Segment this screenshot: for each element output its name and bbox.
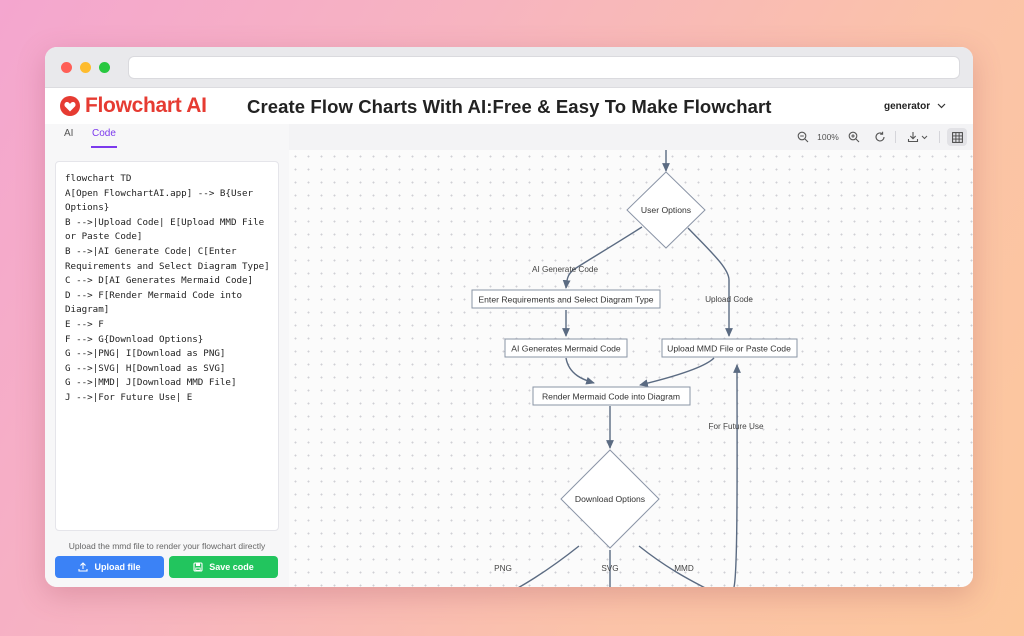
save-code-label: Save code [209, 562, 254, 572]
edge-label-future-use: For Future Use [708, 422, 764, 431]
code-line: C --> D[AI Generates Mermaid Code] [65, 275, 254, 287]
refresh-icon [875, 131, 885, 142]
app-header: Flowchart AI Create Flow Charts With AI:… [45, 88, 973, 124]
zoom-level: 100% [817, 132, 839, 142]
edge-ai-generate [562, 226, 643, 289]
toolbar-divider [895, 131, 896, 143]
code-editor[interactable]: flowchart TD A[Open FlowchartAI.app] --> … [55, 161, 279, 531]
edge-label-png: PNG [494, 564, 512, 573]
canvas-toolbar: 100% [289, 124, 973, 150]
save-code-button[interactable]: Save code [169, 556, 278, 578]
code-line: F --> G{Download Options} [65, 333, 204, 345]
upload-file-label: Upload file [94, 562, 141, 572]
edge-future-use [733, 364, 741, 587]
brand-logo[interactable]: Flowchart AI [60, 94, 207, 118]
code-line: Diagram] [65, 304, 110, 316]
edge-label-mmd: MMD [674, 564, 694, 573]
download-icon [907, 132, 918, 143]
zoom-in-button[interactable] [847, 128, 861, 146]
toolbar-divider [939, 131, 940, 143]
upload-hint: Upload the mmd file to render your flowc… [68, 541, 266, 551]
zoom-out-button[interactable] [796, 128, 810, 146]
generator-select[interactable]: generator [878, 96, 952, 116]
edge-upload-code [687, 227, 733, 337]
upload-file-button[interactable]: Upload file [55, 556, 164, 578]
browser-window: Flowchart AI Create Flow Charts With AI:… [45, 47, 973, 587]
code-line: D --> F[Render Mermaid Code into [65, 289, 243, 301]
code-line: G -->|PNG| I[Download as PNG] [65, 348, 226, 360]
edge-label-upload-code: Upload Code [705, 295, 753, 304]
node-render[interactable]: Render Mermaid Code into Diagram [532, 386, 691, 406]
grid-icon [951, 131, 963, 143]
edge-ai-to-render [565, 357, 595, 385]
panel-tabs: AI Code [45, 124, 289, 150]
node-user-options-label: User Options [641, 205, 691, 215]
code-panel: AI Code flowchart TD A[Open FlowchartAI.a… [45, 124, 289, 587]
node-enter-requirements[interactable]: Enter Requirements and Select Diagram Ty… [471, 289, 661, 309]
node-render-label: Render Mermaid Code into Diagram [542, 392, 680, 402]
chevron-down-icon [921, 135, 927, 139]
save-icon [193, 562, 203, 572]
node-ai-generates-label: AI Generates Mermaid Code [511, 344, 621, 354]
generator-select-label: generator [884, 100, 931, 112]
close-window-button[interactable] [61, 62, 72, 73]
edge-png [517, 545, 580, 587]
code-line: A[Open FlowchartAI.app] --> B{User [65, 187, 254, 199]
code-line: Requirements and Select Diagram Type] [65, 260, 270, 272]
reset-view-button[interactable] [873, 128, 887, 146]
zoom-in-icon [848, 131, 860, 143]
edge-mmd [638, 545, 705, 587]
node-upload-mmd-label: Upload MMD File or Paste Code [667, 344, 791, 354]
node-enter-requirements-label: Enter Requirements and Select Diagram Ty… [478, 295, 653, 305]
flowchart-diagram: User Options Enter Requirements and Sele… [471, 150, 798, 587]
code-line: J -->|For Future Use| E [65, 391, 193, 403]
code-line: B -->|Upload Code| E[Upload MMD File [65, 216, 265, 228]
code-line: B -->|AI Generate Code| C[Enter [65, 245, 237, 257]
address-bar[interactable] [128, 56, 960, 79]
tab-code[interactable]: Code [91, 128, 117, 148]
code-line: G -->|SVG| H[Download as SVG] [65, 362, 226, 374]
heart-logo-icon [60, 96, 80, 116]
brand-name: Flowchart AI [85, 94, 207, 117]
download-menu-button[interactable] [904, 128, 930, 146]
page-title: Create Flow Charts With AI:Free & Easy T… [247, 96, 772, 117]
node-upload-mmd[interactable]: Upload MMD File or Paste Code [661, 338, 798, 358]
maximize-window-button[interactable] [99, 62, 110, 73]
node-user-options[interactable]: User Options [626, 171, 706, 249]
chevron-down-icon [937, 101, 946, 112]
node-ai-generates[interactable]: AI Generates Mermaid Code [504, 338, 628, 358]
code-line: or Paste Code] [65, 231, 143, 243]
code-line: flowchart TD [65, 173, 132, 184]
node-download-options-label: Download Options [575, 494, 645, 504]
toggle-grid-button[interactable] [947, 128, 967, 146]
code-lines: flowchart TD A[Open FlowchartAI.app] --> … [56, 172, 278, 406]
node-download-options[interactable]: Download Options [560, 449, 660, 549]
edge-label-ai-generate: AI Generate Code [532, 265, 598, 274]
zoom-out-icon [797, 131, 809, 143]
edge-upload-to-render [639, 357, 715, 387]
code-line: E --> F [65, 318, 104, 330]
diagram-canvas[interactable]: 100% [289, 124, 973, 587]
minimize-window-button[interactable] [80, 62, 91, 73]
code-line: G -->|MMD| J[Download MMD File] [65, 377, 237, 389]
upload-icon [78, 562, 89, 572]
tab-ai[interactable]: AI [64, 128, 74, 139]
browser-chrome [45, 47, 973, 88]
edge-label-svg: SVG [601, 564, 618, 573]
code-line: Options} [65, 202, 110, 214]
